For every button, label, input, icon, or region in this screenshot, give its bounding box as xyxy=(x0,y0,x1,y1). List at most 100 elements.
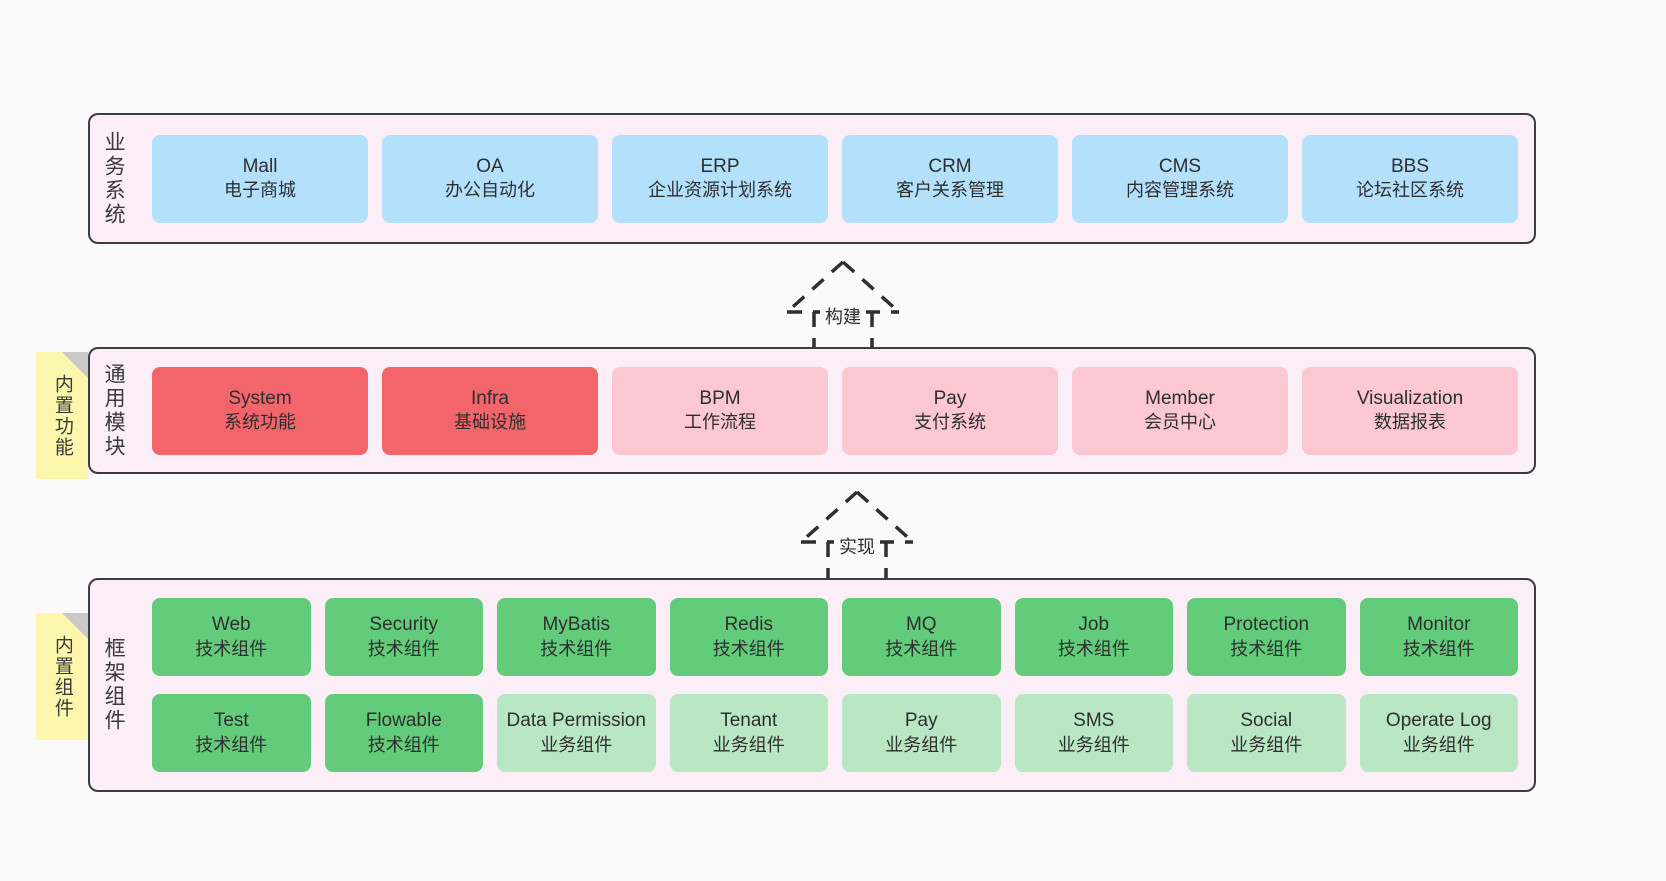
connector-build: 构建 xyxy=(758,258,928,354)
card-sms[interactable]: SMS 业务组件 xyxy=(1014,694,1173,772)
card-title: Pay xyxy=(933,387,967,409)
card-title: BBS xyxy=(1390,155,1430,177)
card-row: Mall 电子商城 OA 办公自动化 ERP 企业资源计划系统 CRM 客户关系… xyxy=(152,134,1518,223)
card-subtitle: 技术组件 xyxy=(195,638,268,659)
connector-label-implement: 实现 xyxy=(834,532,880,560)
card-subtitle: 技术组件 xyxy=(1057,638,1130,659)
layer-body-business-systems: Mall 电子商城 OA 办公自动化 ERP 企业资源计划系统 CRM 客户关系… xyxy=(136,115,1534,242)
card-security[interactable]: Security 技术组件 xyxy=(324,598,483,676)
card-title: SMS xyxy=(1073,710,1115,732)
card-row: System 系统功能 Infra 基础设施 BPM 工作流程 Pay 支付系统… xyxy=(152,366,1518,455)
card-redis[interactable]: Redis 技术组件 xyxy=(669,598,828,676)
card-test[interactable]: Test 技术组件 xyxy=(152,694,311,772)
card-subtitle: 技术组件 xyxy=(367,638,440,659)
card-mall[interactable]: Mall 电子商城 xyxy=(152,134,368,223)
card-title: Pay xyxy=(904,710,938,732)
card-subtitle: 论坛社区系统 xyxy=(1356,180,1464,201)
card-title: Protection xyxy=(1223,614,1310,636)
card-title: Operate Log xyxy=(1385,710,1492,732)
layer-label-business-systems: 业务系统 xyxy=(102,130,126,227)
card-subtitle: 业务组件 xyxy=(885,734,958,755)
card-title: Infra xyxy=(470,387,510,409)
card-member[interactable]: Member 会员中心 xyxy=(1072,366,1288,455)
card-protection[interactable]: Protection 技术组件 xyxy=(1187,598,1346,676)
card-subtitle: 技术组件 xyxy=(1402,638,1475,659)
card-title: Security xyxy=(369,614,439,636)
card-title: Mall xyxy=(242,155,278,177)
note-builtin-features: 内置功能 xyxy=(36,352,88,479)
card-title: Social xyxy=(1240,710,1293,732)
card-title: System xyxy=(228,387,292,409)
card-pay-business[interactable]: Pay 业务组件 xyxy=(842,694,1001,772)
card-subtitle: 技术组件 xyxy=(540,638,613,659)
card-title: Web xyxy=(211,614,251,636)
card-subtitle: 工作流程 xyxy=(684,412,756,433)
card-title: Visualization xyxy=(1356,387,1464,409)
card-title: ERP xyxy=(700,155,740,177)
card-title: Data Permission xyxy=(506,710,646,732)
layer-body-framework-components: Web 技术组件 Security 技术组件 MyBatis 技术组件 Redi… xyxy=(136,580,1534,790)
card-social[interactable]: Social 业务组件 xyxy=(1187,694,1346,772)
card-title: BPM xyxy=(699,387,741,409)
card-operate-log[interactable]: Operate Log 业务组件 xyxy=(1359,694,1518,772)
card-subtitle: 基础设施 xyxy=(454,412,526,433)
card-mq[interactable]: MQ 技术组件 xyxy=(842,598,1001,676)
card-subtitle: 技术组件 xyxy=(367,734,440,755)
card-row-business: Test 技术组件 Flowable 技术组件 Data Permission … xyxy=(152,694,1518,772)
card-subtitle: 电子商城 xyxy=(224,180,296,201)
card-cms[interactable]: CMS 内容管理系统 xyxy=(1072,134,1288,223)
layer-framework-components: 框架组件 Web 技术组件 Security 技术组件 MyBatis 技术组件… xyxy=(88,578,1536,792)
card-monitor[interactable]: Monitor 技术组件 xyxy=(1359,598,1518,676)
card-flowable[interactable]: Flowable 技术组件 xyxy=(324,694,483,772)
card-title: Monitor xyxy=(1407,614,1471,636)
card-bbs[interactable]: BBS 论坛社区系统 xyxy=(1302,134,1518,223)
layer-common-modules: 通用模块 System 系统功能 Infra 基础设施 BPM 工作流程 Pay… xyxy=(88,347,1536,474)
connector-label-build: 构建 xyxy=(820,302,866,330)
note-label: 内置组件 xyxy=(51,634,73,719)
card-data-permission[interactable]: Data Permission 业务组件 xyxy=(497,694,656,772)
card-erp[interactable]: ERP 企业资源计划系统 xyxy=(612,134,828,223)
card-title: OA xyxy=(476,155,504,177)
card-visualization[interactable]: Visualization 数据报表 xyxy=(1302,366,1518,455)
arrowhead-right-edge xyxy=(855,490,915,544)
card-web[interactable]: Web 技术组件 xyxy=(152,598,311,676)
card-title: MQ xyxy=(905,614,937,636)
card-subtitle: 业务组件 xyxy=(1230,734,1303,755)
layer-body-common-modules: System 系统功能 Infra 基础设施 BPM 工作流程 Pay 支付系统… xyxy=(136,349,1534,472)
arrowhead-right-edge xyxy=(841,260,901,314)
card-subtitle: 支付系统 xyxy=(914,412,986,433)
card-tenant[interactable]: Tenant 业务组件 xyxy=(669,694,828,772)
card-subtitle: 业务组件 xyxy=(1402,734,1475,755)
card-subtitle: 业务组件 xyxy=(540,734,613,755)
card-infra[interactable]: Infra 基础设施 xyxy=(382,366,598,455)
note-builtin-components: 内置组件 xyxy=(36,613,88,740)
card-subtitle: 客户关系管理 xyxy=(896,180,1004,201)
card-system[interactable]: System 系统功能 xyxy=(152,366,368,455)
card-subtitle: 业务组件 xyxy=(1057,734,1130,755)
card-crm[interactable]: CRM 客户关系管理 xyxy=(842,134,1058,223)
arrowhead-left-edge xyxy=(799,490,859,544)
connector-implement: 实现 xyxy=(772,488,942,584)
card-subtitle: 数据报表 xyxy=(1374,412,1446,433)
card-subtitle: 办公自动化 xyxy=(445,180,535,201)
card-title: Job xyxy=(1078,614,1110,636)
card-subtitle: 技术组件 xyxy=(885,638,958,659)
card-bpm[interactable]: BPM 工作流程 xyxy=(612,366,828,455)
card-oa[interactable]: OA 办公自动化 xyxy=(382,134,598,223)
layer-label-framework-components: 框架组件 xyxy=(102,637,126,733)
layer-label-common-modules: 通用模块 xyxy=(102,362,126,459)
card-pay[interactable]: Pay 支付系统 xyxy=(842,366,1058,455)
card-title: MyBatis xyxy=(542,614,611,636)
card-title: Test xyxy=(213,710,249,732)
card-job[interactable]: Job 技术组件 xyxy=(1014,598,1173,676)
card-mybatis[interactable]: MyBatis 技术组件 xyxy=(497,598,656,676)
card-title: Flowable xyxy=(365,710,442,732)
arrowhead-left-edge xyxy=(785,260,845,314)
card-title: Member xyxy=(1145,387,1215,409)
card-subtitle: 内容管理系统 xyxy=(1126,180,1234,201)
card-subtitle: 技术组件 xyxy=(712,638,785,659)
note-label: 内置功能 xyxy=(51,373,73,458)
card-subtitle: 会员中心 xyxy=(1144,412,1216,433)
card-title: Redis xyxy=(724,614,774,636)
card-subtitle: 业务组件 xyxy=(712,734,785,755)
